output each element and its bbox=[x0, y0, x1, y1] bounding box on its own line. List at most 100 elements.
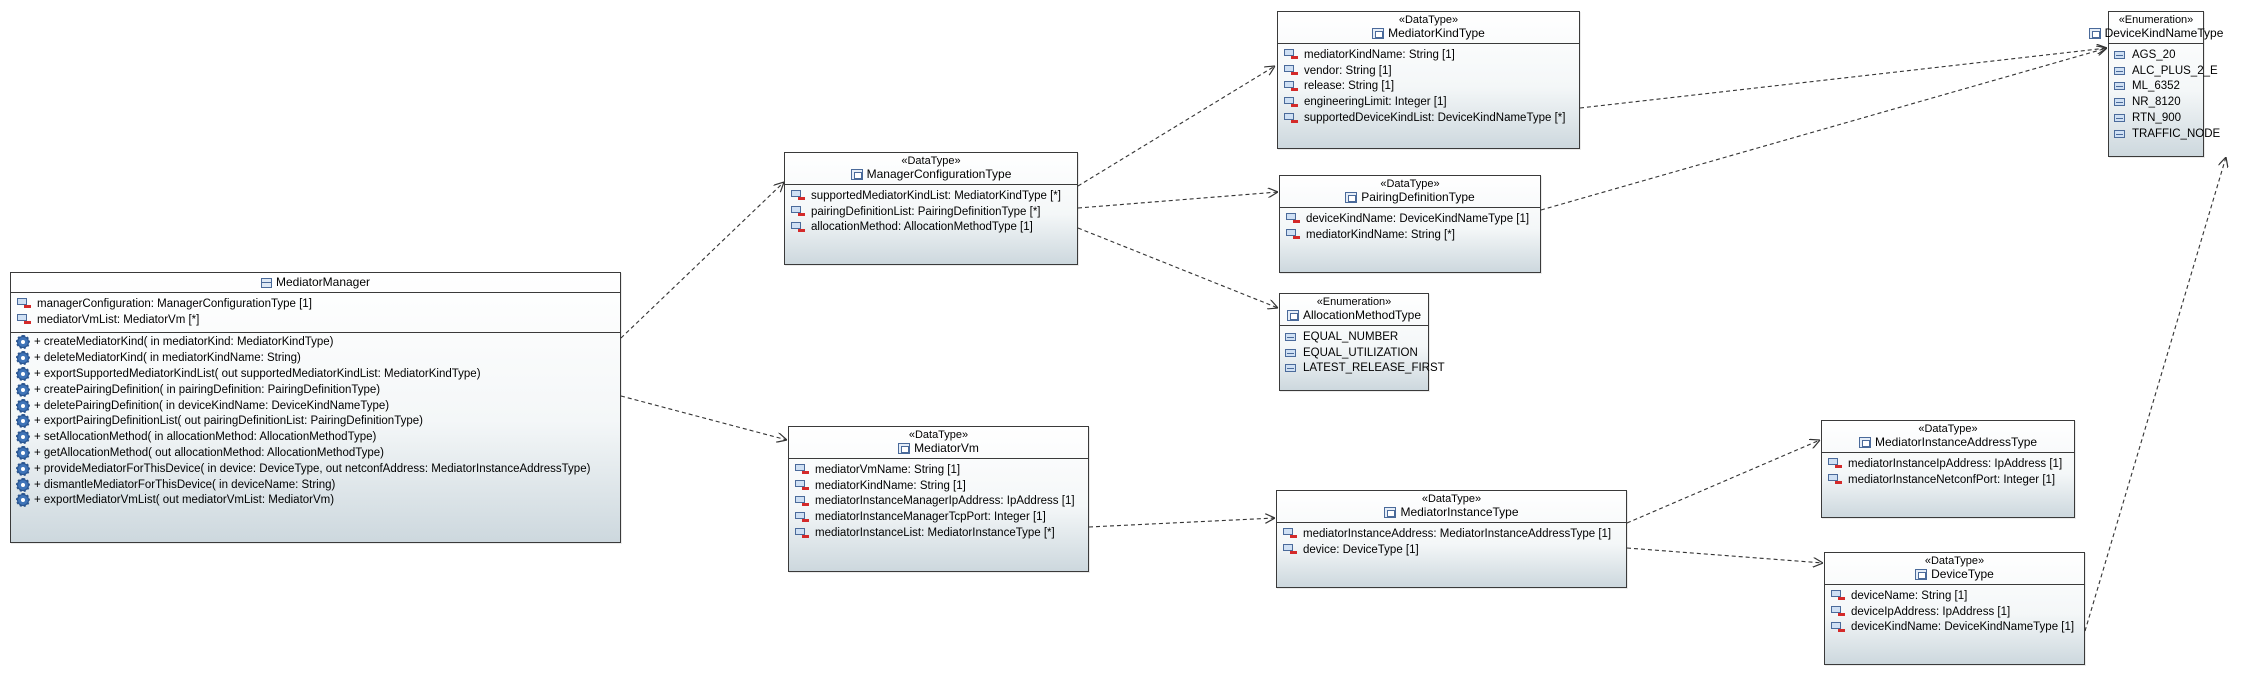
operation-text: + exportPairingDefinitionList( out pairi… bbox=[34, 415, 423, 428]
attribute-compartment: mediatorKindName: String [1] vendor: Str… bbox=[1278, 44, 1579, 130]
attribute-row[interactable]: mediatorInstanceAddress: MediatorInstanc… bbox=[1283, 526, 1622, 542]
stereotype-label: «DataType» bbox=[901, 155, 961, 167]
enum-device-kind-name-type[interactable]: «Enumeration» DeviceKindNameType AGS_20 … bbox=[2088, 11, 2223, 157]
attribute-row[interactable]: engineeringLimit: Integer [1] bbox=[1284, 94, 1575, 110]
attribute-row[interactable]: mediatorInstanceManagerIpAddress: IpAddr… bbox=[795, 494, 1084, 510]
operation-icon bbox=[16, 414, 30, 429]
attribute-row[interactable]: mediatorVmList: MediatorVm [*] bbox=[17, 312, 616, 328]
literal-row[interactable]: ALC_PLUS_2_E bbox=[2114, 63, 2218, 79]
attribute-row[interactable]: mediatorInstanceNetconfPort: Integer [1] bbox=[1828, 472, 2070, 488]
operation-row[interactable]: + createPairingDefinition( in pairingDef… bbox=[16, 382, 616, 398]
attribute-row[interactable]: deviceName: String [1] bbox=[1831, 588, 2080, 604]
literal-row[interactable]: LATEST_RELEASE_FIRST bbox=[1285, 361, 1445, 377]
literal-row[interactable]: TRAFFIC_NODE bbox=[2114, 126, 2220, 142]
attribute-row[interactable]: mediatorInstanceIpAddress: IpAddress [1] bbox=[1828, 456, 2070, 472]
class-mediator-instance-type[interactable]: «DataType» MediatorInstanceType mediator… bbox=[1276, 490, 1627, 588]
dependency-managerconfig-to-mediatorkind bbox=[1077, 66, 1275, 187]
class-name: DeviceKindNameType bbox=[2104, 26, 2224, 40]
attribute-icon bbox=[1828, 474, 1842, 485]
attribute-row[interactable]: release: String [1] bbox=[1284, 79, 1575, 95]
operation-text: + exportSupportedMediatorKindList( out s… bbox=[34, 368, 481, 381]
attribute-icon bbox=[791, 206, 805, 217]
literal-row[interactable]: EQUAL_UTILIZATION bbox=[1285, 345, 1424, 361]
attribute-icon bbox=[1284, 49, 1298, 60]
literal-row[interactable]: ML_6352 bbox=[2114, 79, 2199, 95]
attribute-row[interactable]: deviceKindName: DeviceKindNameType [1] bbox=[1286, 211, 1536, 227]
operation-row[interactable]: + getAllocationMethod( out allocationMet… bbox=[16, 445, 616, 461]
enum-allocation-method-type[interactable]: «Enumeration» AllocationMethodType EQUAL… bbox=[1279, 293, 1445, 391]
attribute-row[interactable]: deviceKindName: DeviceKindNameType [1] bbox=[1831, 620, 2080, 636]
class-header: «DataType» MediatorVm bbox=[789, 427, 1088, 459]
attribute-row[interactable]: mediatorKindName: String [1] bbox=[795, 478, 1084, 494]
literal-row[interactable]: EQUAL_NUMBER bbox=[1285, 329, 1424, 345]
class-name: MediatorKindType bbox=[1388, 26, 1485, 40]
operation-row[interactable]: + exportPairingDefinitionList( out pairi… bbox=[16, 414, 616, 430]
literal-icon bbox=[2114, 66, 2125, 75]
operation-icon bbox=[16, 477, 30, 492]
literal-row[interactable]: RTN_900 bbox=[2114, 110, 2199, 126]
literal-text: LATEST_RELEASE_FIRST bbox=[1303, 362, 1445, 375]
dependency-mediatorinstance-to-devicetype bbox=[1626, 547, 1823, 563]
attribute-text: allocationMethod: AllocationMethodType [… bbox=[811, 221, 1033, 234]
attribute-text: mediatorInstanceAddress: MediatorInstanc… bbox=[1303, 527, 1612, 540]
operation-icon bbox=[16, 335, 30, 350]
class-mediator-manager[interactable]: MediatorManager managerConfiguration: Ma… bbox=[10, 272, 621, 543]
class-mediator-vm[interactable]: «DataType» MediatorVm mediatorVmName: St… bbox=[788, 426, 1089, 572]
operation-row[interactable]: + deletePairingDefinition( in deviceKind… bbox=[16, 398, 616, 414]
attribute-text: mediatorInstanceIpAddress: IpAddress [1] bbox=[1848, 457, 2063, 470]
dependency-manager-to-managerconfig bbox=[620, 182, 784, 339]
attribute-row[interactable]: mediatorKindName: String [1] bbox=[1284, 47, 1575, 63]
attribute-row[interactable]: vendor: String [1] bbox=[1284, 63, 1575, 79]
attribute-text: mediatorKindName: String [1] bbox=[1304, 48, 1455, 61]
class-mediator-instance-address-type[interactable]: «DataType» MediatorInstanceAddressType m… bbox=[1821, 420, 2075, 518]
attribute-row[interactable]: mediatorInstanceList: MediatorInstanceTy… bbox=[795, 525, 1084, 541]
operation-icon bbox=[16, 398, 30, 413]
literal-row[interactable]: AGS_20 bbox=[2114, 47, 2199, 63]
attribute-icon bbox=[17, 298, 31, 309]
attribute-row[interactable]: deviceIpAddress: IpAddress [1] bbox=[1831, 604, 2080, 620]
attribute-text: deviceIpAddress: IpAddress [1] bbox=[1851, 605, 2011, 618]
class-manager-configuration-type[interactable]: «DataType» ManagerConfigurationType supp… bbox=[784, 152, 1078, 265]
attribute-row[interactable]: allocationMethod: AllocationMethodType [… bbox=[791, 220, 1073, 236]
attribute-row[interactable]: supportedDeviceKindList: DeviceKindNameT… bbox=[1284, 110, 1575, 126]
class-device-type[interactable]: «DataType» DeviceType deviceName: String… bbox=[1824, 552, 2085, 665]
attribute-row[interactable]: mediatorKindName: String [*] bbox=[1286, 227, 1536, 243]
dependency-manager-to-mediatorvm bbox=[620, 395, 787, 440]
attribute-row[interactable]: device: DeviceType [1] bbox=[1283, 542, 1622, 558]
attribute-row[interactable]: managerConfiguration: ManagerConfigurati… bbox=[17, 296, 616, 312]
literal-text: ML_6352 bbox=[2132, 80, 2180, 93]
attribute-text: vendor: String [1] bbox=[1304, 64, 1392, 77]
literal-row[interactable]: NR_8120 bbox=[2114, 94, 2199, 110]
attribute-row[interactable]: supportedMediatorKindList: MediatorKindT… bbox=[791, 188, 1073, 204]
dependency-managerconfig-to-pairingdef bbox=[1077, 192, 1278, 209]
attribute-row[interactable]: pairingDefinitionList: PairingDefinition… bbox=[791, 204, 1073, 220]
attribute-row[interactable]: mediatorInstanceManagerTcpPort: Integer … bbox=[795, 509, 1084, 525]
class-header: «DataType» PairingDefinitionType bbox=[1280, 176, 1540, 208]
operation-row[interactable]: + dismantleMediatorForThisDevice( in dev… bbox=[16, 477, 616, 493]
attribute-icon bbox=[1828, 458, 1842, 469]
datatype-icon bbox=[850, 169, 863, 180]
class-name: AllocationMethodType bbox=[1302, 308, 1422, 322]
operation-row[interactable]: + setAllocationMethod( in allocationMeth… bbox=[16, 429, 616, 445]
operation-row[interactable]: + exportSupportedMediatorKindList( out s… bbox=[16, 366, 616, 382]
class-mediator-kind-type[interactable]: «DataType» MediatorKindType mediatorKind… bbox=[1277, 11, 1580, 149]
attribute-text: supportedMediatorKindList: MediatorKindT… bbox=[811, 189, 1061, 202]
literal-text: TRAFFIC_NODE bbox=[2132, 127, 2221, 140]
operation-row[interactable]: + exportMediatorVmList( out mediatorVmLi… bbox=[16, 493, 616, 509]
literal-icon bbox=[1285, 364, 1296, 373]
class-pairing-definition-type[interactable]: «DataType» PairingDefinitionType deviceK… bbox=[1279, 175, 1541, 273]
attribute-text: deviceName: String [1] bbox=[1851, 589, 1968, 602]
literal-compartment: AGS_20 ALC_PLUS_2_E ML_6352 NR_8120 RTN_… bbox=[2109, 44, 2220, 146]
attribute-icon bbox=[1283, 528, 1297, 539]
class-icon bbox=[260, 277, 272, 288]
attribute-icon bbox=[791, 190, 805, 201]
attribute-row[interactable]: mediatorVmName: String [1] bbox=[795, 462, 1084, 478]
operation-row[interactable]: + deleteMediatorKind( in mediatorKindNam… bbox=[16, 350, 616, 366]
attribute-text: deviceKindName: DeviceKindNameType [1] bbox=[1306, 212, 1530, 225]
operation-row[interactable]: + createMediatorKind( in mediatorKind: M… bbox=[16, 335, 616, 351]
attribute-compartment: mediatorInstanceAddress: MediatorInstanc… bbox=[1277, 523, 1626, 562]
operation-row[interactable]: + provideMediatorForThisDevice( in devic… bbox=[16, 461, 616, 477]
datatype-icon bbox=[1372, 28, 1385, 39]
class-name: MediatorVm bbox=[914, 441, 979, 455]
attribute-text: mediatorKindName: String [1] bbox=[815, 479, 966, 492]
